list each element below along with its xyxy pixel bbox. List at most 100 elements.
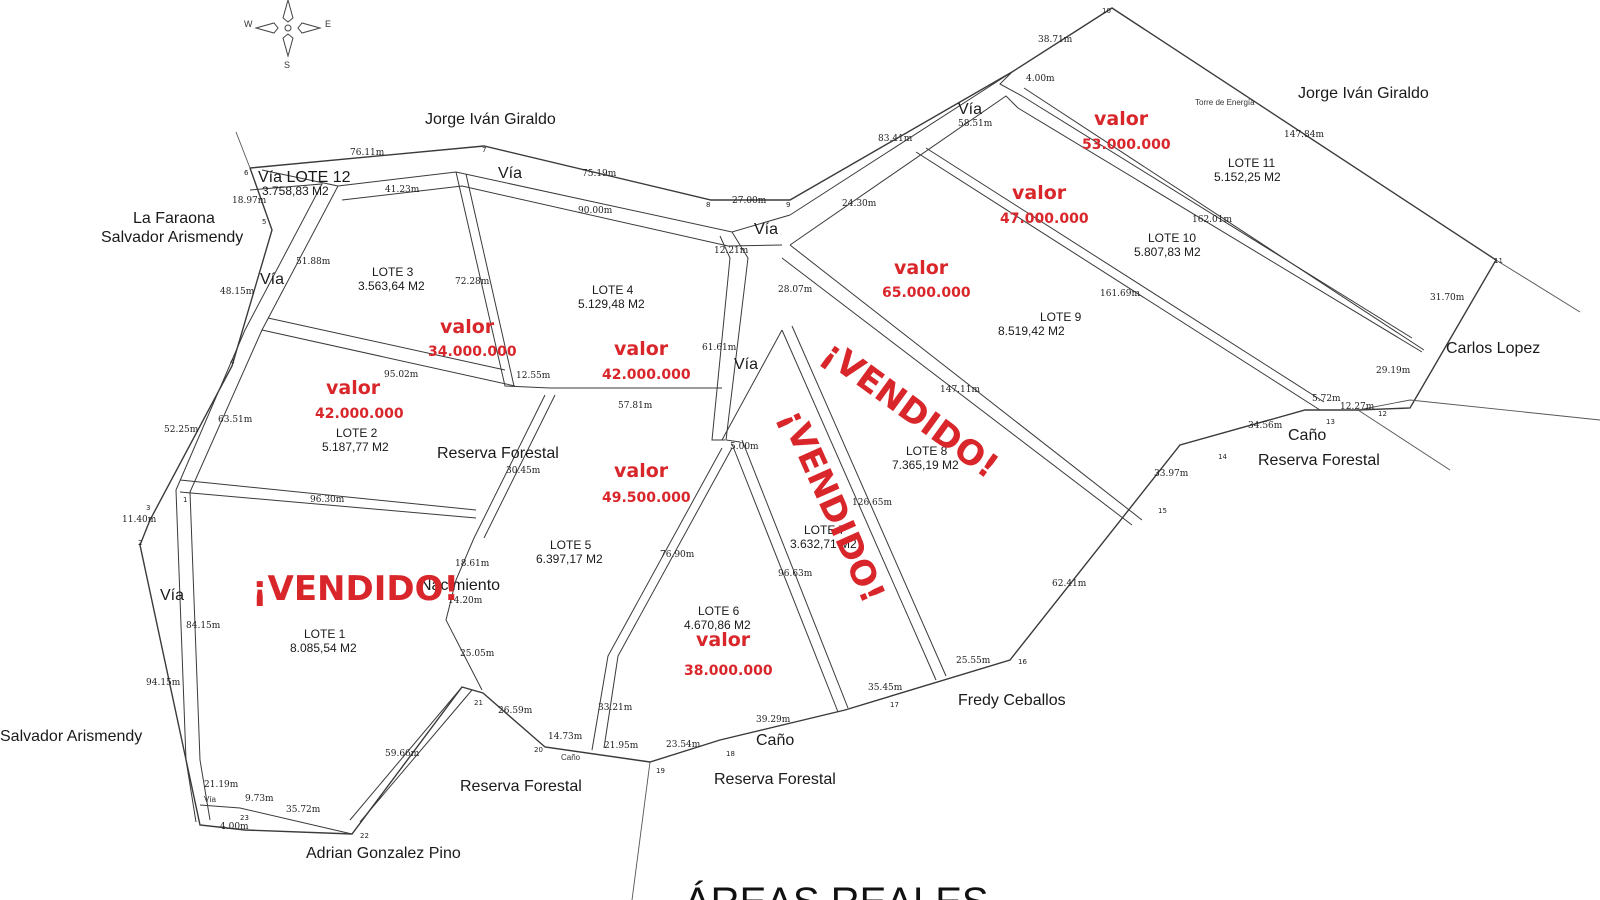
neighbor-label: Fredy Ceballos <box>958 692 1066 709</box>
dimension-label: 59.66m <box>385 749 420 759</box>
lot-name: LOTE 1 <box>304 627 346 641</box>
lot-7[interactable]: LOTE 7 3.632,71 M2 <box>790 523 857 551</box>
neighbor-label: Jorge Iván Giraldo <box>1298 85 1429 102</box>
price-lote5: 49.500.000 <box>602 490 691 506</box>
dimension-label: 12.55m <box>516 371 551 381</box>
neighbor-label: Jorge Iván Giraldo <box>425 111 556 128</box>
dimension-label: 147.11m <box>940 385 980 395</box>
neighbor-label: La Faraona <box>133 210 215 227</box>
dimension-labels: 76.11m 75.19m 27.00m 41.23m 90.00m 18.97… <box>122 35 1465 832</box>
creek-label: Caño <box>561 753 581 762</box>
price-lote3: 34.000.000 <box>428 344 517 360</box>
compass-rose-icon: W E S <box>244 0 331 70</box>
dimension-label: 147.84m <box>1284 130 1324 140</box>
dimension-label: 52.25m <box>164 425 199 435</box>
lot-name: LOTE 6 <box>698 604 740 618</box>
road-label: Vía <box>754 221 778 238</box>
lot-area: 3.632,71 M2 <box>790 537 857 551</box>
reserve-label: Reserva Forestal <box>460 778 582 795</box>
point-number: 11 <box>1494 257 1503 265</box>
lot-11[interactable]: LOTE 11 5.152,25 M2 <box>1214 156 1281 184</box>
price-lote10: 47.000.000 <box>1000 211 1089 227</box>
dimension-label: 4.00m <box>220 822 249 832</box>
dimension-label: 75.19m <box>582 169 617 179</box>
point-number: 7 <box>482 146 486 154</box>
dimension-label: 31.70m <box>1430 293 1465 303</box>
lot-3[interactable]: LOTE 3 3.563,64 M2 <box>358 265 425 293</box>
lot-name: LOTE 7 <box>804 523 846 537</box>
road-label: Vía <box>260 271 284 288</box>
dimension-label: 96.63m <box>778 569 813 579</box>
lot-4[interactable]: LOTE 4 5.129,48 M2 <box>578 283 645 311</box>
lot-5[interactable]: LOTE 5 6.397,17 M2 <box>536 538 603 566</box>
point-number: 17 <box>890 701 899 709</box>
dimension-label: 76.90m <box>660 550 695 560</box>
dimension-label: 95.02m <box>384 370 419 380</box>
lot-labels: LOTE 1 8.085,54 M2 LOTE 2 5.187,77 M2 LO… <box>290 156 1281 655</box>
dimension-label: 26.59m <box>498 706 533 716</box>
dimension-label: 83.41m <box>878 134 913 144</box>
lot-area: 5.807,83 M2 <box>1134 245 1201 259</box>
road-label: Vía LOTE 12 <box>258 169 351 186</box>
neighbor-names: Jorge Iván Giraldo Jorge Iván Giraldo La… <box>0 85 1540 862</box>
road-label: Vía <box>958 101 982 118</box>
lot-area: 7.365,19 M2 <box>892 458 959 472</box>
road-area-label: 3.758,83 M2 <box>262 184 329 198</box>
lot-area: 5.129,48 M2 <box>578 297 645 311</box>
road-label: Vía <box>734 356 758 373</box>
dimension-label: 24.30m <box>842 199 877 209</box>
price-tags: valor 42.000.000 valor 34.000.000 valor … <box>315 108 1171 679</box>
dimension-label: 27.00m <box>732 196 767 206</box>
lot-9[interactable]: LOTE 9 8.519,42 M2 <box>998 310 1082 338</box>
neighbor-label: Adrian Gonzalez Pino <box>306 845 461 862</box>
lot-name: LOTE 5 <box>550 538 592 552</box>
price-word: valor <box>696 629 751 651</box>
dimension-label: 18.97m <box>232 196 267 206</box>
lot-8[interactable]: LOTE 8 7.365,19 M2 <box>892 444 959 472</box>
dimension-label: 25.05m <box>460 649 495 659</box>
point-number: 21 <box>474 699 483 707</box>
lot-6[interactable]: LOTE 6 4.670,86 M2 <box>684 604 751 632</box>
lot-name: LOTE 8 <box>906 444 948 458</box>
dimension-label: 14.20m <box>448 596 483 606</box>
lot-2[interactable]: LOTE 2 5.187,77 M2 <box>322 426 389 454</box>
lot-area: 8.085,54 M2 <box>290 641 357 655</box>
creek-label: Caño <box>1288 427 1326 444</box>
point-number: 4 <box>230 358 235 366</box>
dimension-label: 76.11m <box>350 148 385 158</box>
lot-area: 5.152,25 M2 <box>1214 170 1281 184</box>
lot-1[interactable]: LOTE 1 8.085,54 M2 <box>290 627 357 655</box>
lot-name: LOTE 9 <box>1040 310 1082 324</box>
dimension-label: 62.41m <box>1052 579 1087 589</box>
dimension-label: 33.21m <box>598 703 633 713</box>
point-number: 23 <box>240 814 249 822</box>
point-number: 20 <box>534 746 543 754</box>
dimension-label: 38.71m <box>1038 35 1073 45</box>
dimension-label: 35.72m <box>286 805 321 815</box>
sold-stamp-lote1: ¡VENDIDO! <box>252 569 459 609</box>
point-number: 6 <box>244 169 249 177</box>
dimension-label: 33.97m <box>1154 469 1189 479</box>
dimension-label: 4.00m <box>1026 74 1055 84</box>
lot-10[interactable]: LOTE 10 5.807,83 M2 <box>1134 231 1201 259</box>
point-number: 1 <box>183 496 187 504</box>
dimension-label: 96.30m <box>310 495 345 505</box>
dimension-label: 30.45m <box>506 466 541 476</box>
dimension-label: 12.27m <box>1340 402 1375 412</box>
neighbor-label: Salvador Arismendy <box>101 229 243 246</box>
point-number: 13 <box>1326 418 1335 426</box>
dimension-label: 84.15m <box>186 621 221 631</box>
dimension-label: 94.15m <box>146 678 181 688</box>
dimension-label: 9.73m <box>245 794 274 804</box>
lot-name: LOTE 4 <box>592 283 634 297</box>
dimension-label: 25.55m <box>956 656 991 666</box>
price-word: valor <box>614 338 669 360</box>
lot-area: 6.397,17 M2 <box>536 552 603 566</box>
spring-label: Nacimiento <box>420 577 500 594</box>
dimension-label: 51.88m <box>296 257 331 267</box>
dimension-label: 21.19m <box>204 780 239 790</box>
reserve-label: Reserva Forestal <box>714 771 836 788</box>
neighbor-label: Carlos Lopez <box>1446 340 1540 357</box>
reserve-label: Reserva Forestal <box>1258 452 1380 469</box>
lot-area: 4.670,86 M2 <box>684 618 751 632</box>
